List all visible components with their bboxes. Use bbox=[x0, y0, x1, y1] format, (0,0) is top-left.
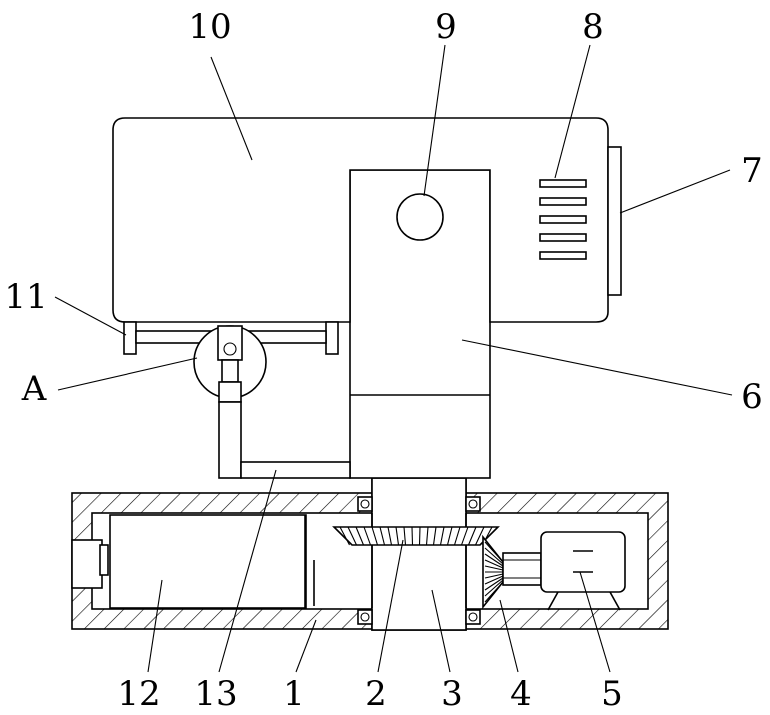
label-6: 6 bbox=[741, 377, 763, 417]
rotating-shaft bbox=[358, 478, 480, 630]
gear-tooth bbox=[420, 527, 421, 545]
label-2: 2 bbox=[365, 674, 387, 714]
hinge-joint bbox=[194, 326, 266, 402]
knob-circle bbox=[397, 194, 443, 240]
label-3: 3 bbox=[441, 674, 463, 714]
vent-slot bbox=[540, 234, 586, 241]
lens-plate bbox=[608, 147, 621, 295]
label-10: 10 bbox=[188, 7, 231, 47]
vent-slot bbox=[540, 252, 586, 259]
vent-slot bbox=[540, 216, 586, 223]
label-8: 8 bbox=[582, 7, 604, 47]
gear-tooth bbox=[412, 527, 413, 545]
label-11: 11 bbox=[4, 277, 47, 317]
support-arm bbox=[219, 402, 350, 478]
vent-slot bbox=[540, 198, 586, 205]
label-9: 9 bbox=[435, 7, 457, 47]
label-13: 13 bbox=[194, 674, 237, 714]
label-7: 7 bbox=[741, 151, 763, 191]
vent-slot bbox=[540, 180, 586, 187]
label-a: A bbox=[21, 369, 47, 409]
bevel-gear bbox=[334, 527, 498, 545]
label-1: 1 bbox=[283, 674, 305, 714]
label-5: 5 bbox=[601, 674, 623, 714]
label-12: 12 bbox=[117, 674, 160, 714]
label-4: 4 bbox=[510, 674, 532, 714]
